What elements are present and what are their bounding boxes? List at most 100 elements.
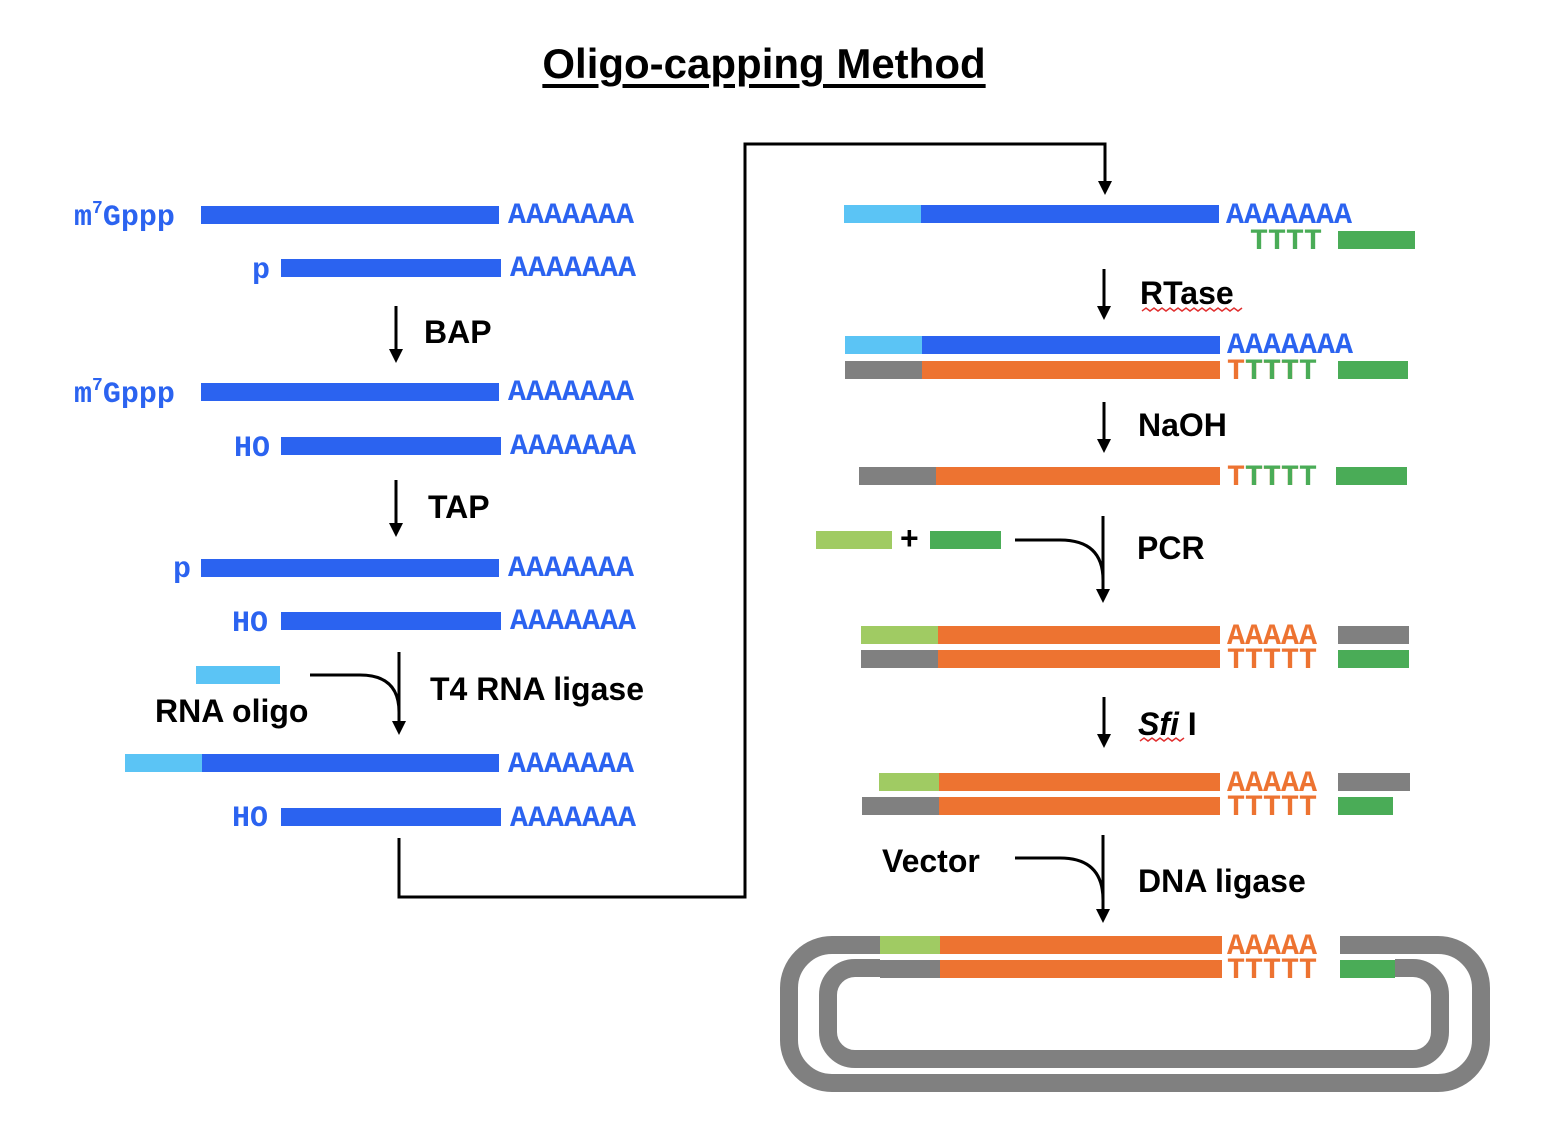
oligo-capped-mrna: AAAAAAA — [125, 748, 634, 782]
polya-tail: AAAAA — [1227, 930, 1317, 964]
rtase-label: RTase — [1140, 275, 1234, 311]
vector-label: Vector — [882, 843, 980, 879]
phosphate-label: p — [252, 254, 270, 288]
polya-tail: AAAAAAA — [508, 199, 634, 233]
spellcheck-underline — [1141, 307, 1243, 312]
hydroxyl-label: HO — [232, 802, 268, 836]
left-panel: m7Gppp AAAAAAA p AAAAAAA BAP m7Gppp — [74, 199, 644, 836]
polyt-tail: TTTTT — [1227, 644, 1317, 678]
cdna-insert-bottom — [940, 960, 1222, 978]
t4-ligase-step: RNA oligo T4 RNA ligase — [155, 652, 644, 735]
cdna-strand-top — [938, 626, 1220, 644]
sfi-step: Sfi I — [1097, 697, 1197, 748]
forward-adapter — [861, 626, 938, 644]
spellcheck-underline — [1139, 737, 1185, 742]
capped-mrna: m7Gppp AAAAAAA — [74, 199, 634, 235]
page-title: Oligo-capping Method — [542, 40, 986, 87]
primer-adapter — [1338, 231, 1415, 249]
primed-mrna: AAAAAAA TTTT — [844, 199, 1415, 259]
dephosphorylated-mrna: HO AAAAAAA — [234, 430, 636, 466]
mrna-strand — [202, 754, 499, 772]
adapter-complement — [880, 960, 940, 978]
polya-tail: AAAAAAA — [1227, 329, 1353, 363]
polya-tail: AAAAAAA — [510, 802, 636, 836]
digested-product: AAAAA TTTTT — [862, 767, 1410, 825]
cdna-strand-top — [939, 773, 1220, 791]
sfi-label: Sfi I — [1138, 706, 1197, 742]
rna-oligo-segment — [845, 336, 922, 354]
mrna-strand — [281, 259, 501, 277]
forward-adapter — [879, 773, 939, 791]
forward-primer — [816, 531, 892, 549]
cdna-insert-top — [940, 936, 1222, 954]
rtase-step: RTase — [1097, 269, 1243, 320]
primer-adapter — [1336, 467, 1407, 485]
merge-curve — [310, 673, 401, 713]
polya-tail: AAAAAAA — [1226, 199, 1352, 233]
capped-mrna: m7Gppp AAAAAAA — [74, 376, 634, 412]
phosphate-label: p — [173, 553, 191, 587]
adapter-complement — [862, 797, 939, 815]
mrna-strand — [201, 206, 499, 224]
polya-tail: AAAAAAA — [510, 430, 636, 464]
tap-step: TAP — [389, 480, 490, 537]
mrna-strand — [921, 205, 1219, 223]
rna-oligo-segment — [125, 754, 202, 772]
plus-sign: + — [900, 520, 919, 556]
mrna-strand — [281, 437, 501, 455]
cdna-strand-bottom — [938, 650, 1220, 668]
cdna-oligo-complement — [845, 361, 922, 379]
right-panel: AAAAAAA TTTT RTase AAAAAAA TTTT TTTT — [780, 199, 1490, 1092]
connector-arrow — [397, 142, 1112, 899]
rna-oligo-segment — [844, 205, 921, 223]
hydroxyl-label: HO — [232, 607, 268, 641]
polya-tail: AAAAAAA — [508, 376, 634, 410]
forward-adapter — [880, 936, 940, 954]
merge-curve — [1015, 856, 1105, 901]
mrna-strand — [201, 383, 499, 401]
rna-oligo-label: RNA oligo — [155, 693, 308, 729]
cdna-strand-bottom — [939, 797, 1220, 815]
decapped-mrna: p AAAAAAA — [173, 552, 634, 587]
cap-label: m7Gppp — [74, 376, 175, 412]
dna-ligase-step: Vector DNA ligase — [882, 835, 1306, 923]
rna-oligo-bar — [196, 666, 280, 684]
polyt-primer-overlay: TTTT — [1245, 355, 1317, 389]
polya-tail: AAAAA — [1227, 767, 1317, 801]
merge-curve — [1015, 538, 1105, 581]
polyt-tail: TTTT — [1227, 461, 1299, 495]
vector-backbone-outer — [780, 936, 1490, 1092]
single-strand-cdna: TTTT TTTT — [859, 461, 1407, 495]
dephosphorylated-mrna: HO AAAAAAA — [232, 802, 636, 836]
cdna-strand — [922, 361, 1220, 379]
reverse-adapter — [1338, 650, 1409, 668]
pcr-label: PCR — [1137, 530, 1205, 566]
adapter-complement — [1338, 773, 1410, 791]
t4-ligase-label: T4 RNA ligase — [430, 671, 644, 707]
hydroxyl-label: HO — [234, 432, 270, 466]
mrna-strand — [922, 336, 1220, 354]
plasmid: AAAAA TTTTT — [780, 930, 1490, 1092]
polya-tail: AAAAAAA — [510, 605, 636, 639]
adapter-complement — [1338, 626, 1409, 644]
vector-backbone-inner — [819, 959, 1449, 1068]
adapter-complement — [861, 650, 938, 668]
bap-step: BAP — [389, 306, 492, 363]
mrna-strand — [281, 808, 501, 826]
polya-tail: AAAAA — [1227, 620, 1317, 654]
primer-adapter — [1338, 361, 1408, 379]
cdna-strand — [936, 467, 1220, 485]
naoh-label: NaOH — [1138, 407, 1227, 443]
pcr-product: AAAAA TTTTT — [861, 620, 1409, 678]
bap-label: BAP — [424, 314, 492, 350]
cdna-oligo-complement — [859, 467, 936, 485]
polya-tail: AAAAAAA — [510, 252, 636, 286]
tap-label: TAP — [428, 489, 490, 525]
mrna-strand — [281, 612, 501, 630]
polyt-tail: TTTTT — [1227, 791, 1317, 825]
dna-ligase-label: DNA ligase — [1138, 863, 1306, 899]
oligo-dt-primer: TTTT — [1250, 225, 1322, 259]
dephosphorylated-mrna: HO AAAAAAA — [232, 605, 636, 641]
